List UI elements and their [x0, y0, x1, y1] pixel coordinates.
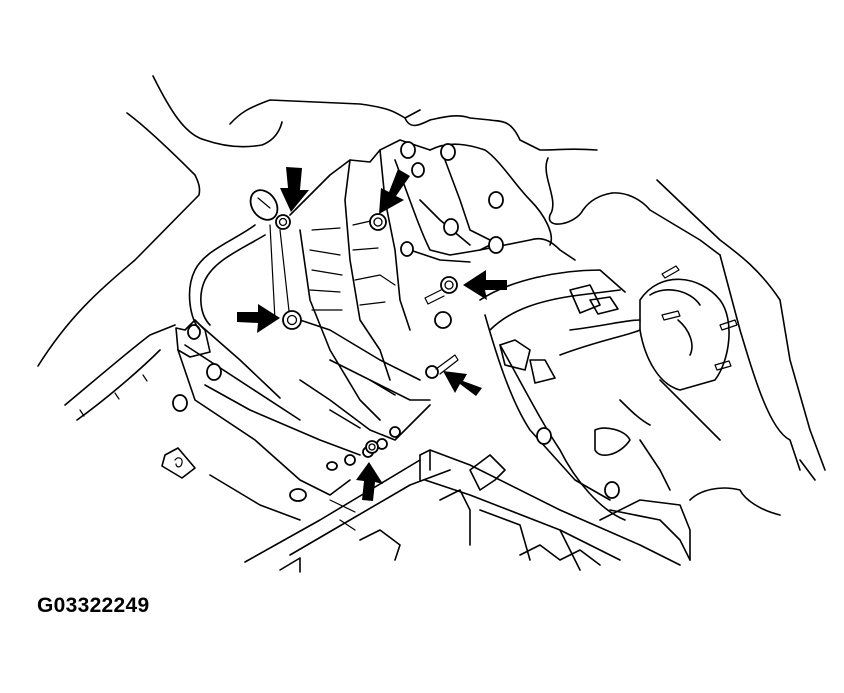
seam-bolts	[326, 426, 401, 471]
arrow-left-middle-icon	[237, 304, 280, 333]
left-mount-bracket	[64, 319, 361, 521]
chassis-outline	[37, 75, 826, 516]
wire-harness	[188, 189, 279, 331]
arrow-bottom-center-icon	[356, 462, 383, 501]
upper-cover	[394, 141, 576, 263]
arrow-top-left-icon	[280, 167, 309, 212]
crossmember	[244, 449, 691, 573]
transmission-case	[269, 139, 431, 441]
target-bolts	[275, 213, 459, 454]
callout-arrows	[237, 167, 507, 501]
bolt-top-left	[275, 214, 291, 230]
bolt-left-middle	[282, 310, 302, 330]
bolt-right-upper	[424, 276, 458, 305]
bolt-right-lower	[425, 354, 459, 379]
arrow-right-lower-icon	[443, 371, 482, 396]
bolt-top-center	[369, 213, 387, 231]
arrow-top-center-icon	[379, 169, 410, 214]
extension-housing	[434, 265, 738, 561]
bolt-bottom-center	[365, 440, 379, 454]
figure-id-label: G03322249	[37, 594, 150, 617]
arrow-right-upper-icon	[463, 270, 507, 300]
